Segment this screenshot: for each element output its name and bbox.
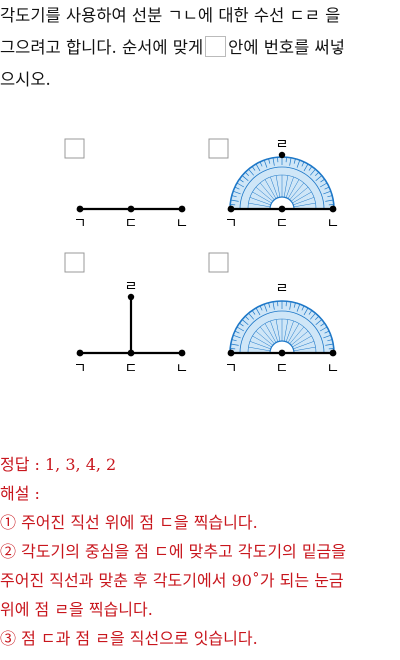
panel-4-point-n <box>329 349 337 357</box>
explanation-heading: 해설 : <box>0 484 40 503</box>
question-line-2-before: 그으려고 합니다. 순서에 맞게 <box>0 38 204 57</box>
panel-2-checkbox <box>208 138 229 159</box>
panel-2-point-n <box>329 205 337 213</box>
question-text: 각도기를 사용하여 선분 ㄱㄴ에 대한 수선 ㄷㄹ 을 그으려고 합니다. 순서… <box>0 0 400 96</box>
explanation-step-2-line-2: 주어진 직선과 맞춘 후 각도기에서 90˚가 되는 눈금 <box>0 571 344 590</box>
panel-1-point-g <box>76 205 84 213</box>
panel-1-point-d <box>127 205 135 213</box>
panel-2-point-r <box>278 151 286 159</box>
panel-4-point-g <box>227 349 235 357</box>
panel-2: ㄹ ㄱ ㄷ ㄴ <box>208 137 340 232</box>
panel-1-label-n: ㄴ <box>176 216 189 232</box>
answer-heading: 정답 : 1, 3, 4, 2 <box>0 455 117 474</box>
panel-4-point-d <box>278 349 286 357</box>
panel-3: ㄹ ㄱ ㄷ ㄴ <box>64 252 189 377</box>
question-line-1: 각도기를 사용하여 선분 ㄱㄴ에 대한 수선 ㄷㄹ 을 <box>0 6 341 25</box>
panel-4: ㄹ ㄱ ㄷ ㄴ <box>208 252 340 377</box>
panel-4-protractor <box>229 300 335 354</box>
answer-section: 정답 : 1, 3, 4, 2 해설 : ① 주어진 직선 위에 점 ㄷ을 찍습… <box>0 450 400 653</box>
panel-3-checkbox <box>64 252 85 273</box>
panel-3-label-r: ㄹ <box>125 279 138 295</box>
panel-4-label-g: ㄱ <box>225 361 238 377</box>
answer-blank-box <box>205 36 227 57</box>
figures: ㄱ ㄷ ㄴ ㄹ ㄱ ㄷ ㄴ ㄹ ㄱ ㄷ ㄴ ㄹ <box>64 137 340 377</box>
panel-2-label-r: ㄹ <box>276 137 289 153</box>
panel-2-label-d: ㄷ <box>276 216 289 232</box>
panel-4-label-d: ㄷ <box>276 361 289 377</box>
panel-1-point-n <box>178 205 186 213</box>
question-line-2-after: 안에 번호를 써넣 <box>228 38 345 57</box>
explanation-step-2-line-3: 위에 점 ㄹ을 찍습니다. <box>0 600 153 619</box>
panel-1-checkbox <box>64 138 85 159</box>
panel-2-label-n: ㄴ <box>327 216 340 232</box>
panel-2-point-d <box>278 205 286 213</box>
panel-3-point-d <box>127 349 135 357</box>
panel-1-label-g: ㄱ <box>74 216 87 232</box>
explanation-step-2-line-1: ② 각도기의 중심을 점 ㄷ에 맞추고 각도기의 밑금을 <box>0 542 347 561</box>
panel-3-point-n <box>178 349 186 357</box>
panel-4-checkbox <box>208 252 229 273</box>
panel-4-label-r: ㄹ <box>276 281 289 297</box>
explanation-step-1: ① 주어진 직선 위에 점 ㄷ을 찍습니다. <box>0 513 258 532</box>
panel-1-label-d: ㄷ <box>125 216 138 232</box>
panel-4-label-n: ㄴ <box>327 361 340 377</box>
panel-1: ㄱ ㄷ ㄴ <box>64 138 189 232</box>
panel-3-label-n: ㄴ <box>176 361 189 377</box>
panel-2-point-g <box>227 205 235 213</box>
panel-3-label-d: ㄷ <box>125 361 138 377</box>
explanation-step-3: ③ 점 ㄷ과 점 ㄹ을 직선으로 잇습니다. <box>0 629 258 648</box>
panel-2-label-g: ㄱ <box>225 216 238 232</box>
panel-3-label-g: ㄱ <box>74 361 87 377</box>
panel-3-point-r <box>127 293 135 301</box>
question-line-3: 으시오. <box>0 70 51 89</box>
question-line-2: 그으려고 합니다. 순서에 맞게 안에 번호를 써넣 <box>0 32 400 64</box>
panel-2-protractor <box>229 156 335 210</box>
panel-3-point-g <box>76 349 84 357</box>
